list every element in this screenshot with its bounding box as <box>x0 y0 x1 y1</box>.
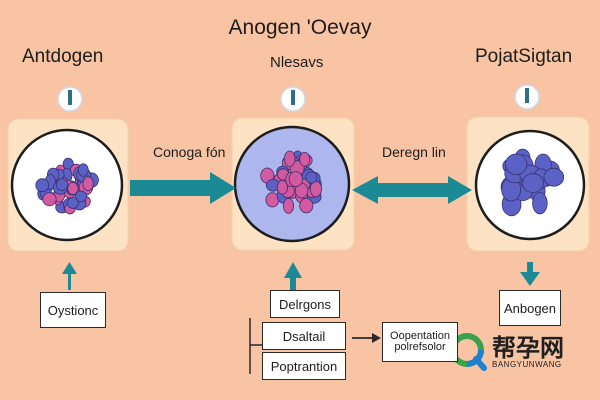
cell-cluster-middle <box>260 150 322 214</box>
watermark-en: BANGYUNWANG <box>492 360 562 369</box>
label-box-middle-bottom: Poptrantion <box>262 352 346 380</box>
label-box-middle-mid: Dsaltail <box>262 322 346 350</box>
cell <box>35 178 49 193</box>
cell <box>284 150 296 168</box>
label-box-side-line1: Oopentation <box>390 330 450 342</box>
cell <box>74 190 88 203</box>
cell-cluster-right <box>500 148 565 217</box>
diagram-title: Anogen 'Oevay <box>228 16 372 39</box>
stage-label-right: PojatSigtan <box>475 46 573 67</box>
arrow-middle-to-right <box>352 176 472 204</box>
info-badge-left <box>57 86 83 112</box>
arrow-label-left: Conoga fón <box>153 144 226 160</box>
cell <box>309 180 322 198</box>
cell <box>82 176 94 192</box>
cell <box>505 153 528 176</box>
label-box-side: Oopentation polrefsolor <box>382 322 458 362</box>
cell <box>66 197 79 209</box>
cell <box>288 171 303 188</box>
label-box-left: Oystionc <box>40 292 106 328</box>
cell <box>299 152 311 167</box>
cell <box>299 197 314 214</box>
info-badge-middle <box>280 86 306 112</box>
label-box-right: Anbogen <box>499 290 561 326</box>
cell-cluster-left <box>35 157 99 215</box>
info-badge-right <box>514 84 540 110</box>
arrow-down-right <box>520 262 540 286</box>
cell <box>543 167 565 187</box>
cell <box>67 181 79 195</box>
cell <box>42 192 57 207</box>
watermark-cn: 帮孕网 <box>492 334 564 362</box>
cell <box>78 163 89 177</box>
arrow-up-left <box>62 262 77 290</box>
label-box-middle-top: Delrgons <box>270 290 340 318</box>
stage-label-middle: Nlesavs <box>270 54 324 71</box>
cell <box>276 180 288 195</box>
label-box-side-line2: polrefsolor <box>394 341 446 353</box>
cell <box>532 191 548 215</box>
cell <box>55 178 69 191</box>
arrow-up-middle <box>284 262 302 290</box>
arrow-left-to-middle <box>130 172 236 204</box>
cell <box>282 197 294 214</box>
arrow-label-right: Deregn lin <box>382 144 446 160</box>
cell <box>522 173 545 193</box>
cell <box>305 171 318 184</box>
stage-label-left: Antdogen <box>22 46 104 67</box>
connector-arrowhead <box>372 333 381 343</box>
